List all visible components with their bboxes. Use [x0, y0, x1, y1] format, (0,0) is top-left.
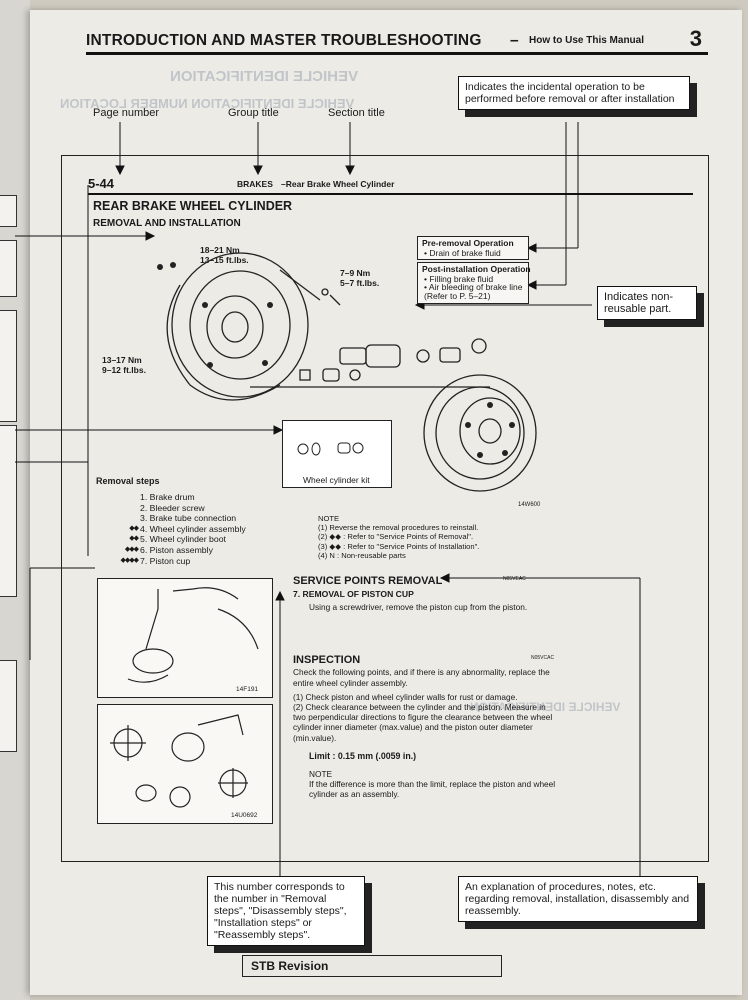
callout-nonreusable: Indicates non-reusable part. [597, 286, 697, 320]
inspection-note: If the difference is more than the limit… [309, 779, 556, 800]
sample-page-number: 5-44 [88, 176, 115, 191]
post-installation-box: Post-installation Operation • Filling br… [417, 262, 531, 304]
removal-steps-title: Removal steps [96, 476, 160, 486]
brake-exploded-illustration [157, 252, 537, 492]
callout-explanation: An explanation of procedures, notes, etc… [458, 876, 698, 922]
service-points-section: SERVICE POINTS REMOVAL N05VEAC 7. REMOVA… [293, 571, 693, 800]
fig-code-3: 14U0692 [231, 812, 258, 819]
callout-incidental: Indicates the incidental operation to be… [458, 76, 690, 110]
label-section-title: Section title [328, 107, 385, 119]
service-points-code: N05VEAC [503, 576, 526, 582]
removal-step: ◆◆4. Wheel cylinder assembly [129, 523, 246, 534]
side-tab [0, 240, 17, 297]
pre-removal-box: Pre-removal Operation • Drain of brake f… [417, 236, 529, 260]
sample-page-frame [61, 155, 709, 862]
fig-code-1: 14W600 [518, 502, 541, 508]
sample-section: –Rear Brake Wheel Cylinder [281, 179, 395, 189]
page-header: INTRODUCTION AND MASTER TROUBLESHOOTING … [86, 26, 708, 55]
side-tab [0, 660, 17, 752]
removal-step: ◆◆◆◆7. Piston cup [120, 555, 191, 566]
kit-parts-icon [297, 442, 364, 456]
torque-spec-1: 18–21 Nm 13–15 ft.lbs. [200, 245, 249, 265]
screwdriver-illustration [127, 587, 259, 683]
removal-steps: Removal steps 1. Brake drum 2. Bleeder s… [96, 476, 276, 566]
figure-measurement: 14U0692 [97, 704, 273, 824]
kit-label: Wheel cylinder kit [303, 475, 370, 485]
stb-revision-footer: STB Revision [242, 955, 502, 977]
removal-step: 1. Brake drum [140, 492, 195, 502]
header-subtitle: How to Use This Manual [529, 35, 645, 46]
pre-removal-title: Pre-removal Operation [422, 238, 514, 248]
torque-spec-3: 13–17 Nm 9–12 ft.lbs. [102, 355, 146, 375]
side-tab [0, 310, 17, 422]
post-installation-item: • Filling brake fluid [424, 274, 494, 284]
inspection-intro: Check the following points, and if there… [293, 667, 550, 688]
note-title: NOTE [318, 514, 340, 523]
removal-step: 3. Brake tube connection [140, 513, 237, 524]
manual-page [30, 10, 742, 995]
post-installation-title: Post-installation Operation [422, 264, 531, 274]
pre-removal-item: • Drain of brake fluid [424, 248, 501, 258]
sample-header-rule [88, 193, 693, 195]
sample-subtitle: REMOVAL AND INSTALLATION [93, 218, 241, 229]
callout-number: This number corresponds to the number in… [207, 876, 365, 946]
note-line: (1) Reverse the removal procedures to re… [318, 523, 479, 533]
note-line: (4) N : Non-reusable parts [318, 550, 406, 560]
inspection-limit: Limit : 0.15 mm (.0059 in.) [309, 750, 417, 761]
side-tab [0, 195, 17, 227]
inspection-code: N05VCAC [531, 655, 555, 662]
inspection-item: (2) Check clearance between the cylinder… [293, 702, 553, 743]
torque-spec-2: 7–9 Nm 5–7 ft.lbs. [340, 268, 380, 288]
stb-revision-label: STB Revision [251, 959, 329, 973]
note-line: (2) ◆◆ : Refer to "Service Points of Rem… [318, 532, 474, 542]
note-line: (3) ◆◆ : Refer to "Service Points of Ins… [318, 541, 480, 551]
inspection-note-title: NOTE [309, 769, 333, 780]
sample-group: BRAKES [237, 179, 273, 189]
removal-step: ◆◆5. Wheel cylinder boot [129, 534, 226, 545]
inspection-item: (1) Check piston and wheel cylinder wall… [293, 691, 518, 702]
label-page-number: Page number [93, 107, 160, 119]
removal-step: 2. Bleeder screw [140, 502, 205, 513]
header-title: INTRODUCTION AND MASTER TROUBLESHOOTING [86, 32, 482, 49]
measurement-illustration [110, 714, 248, 808]
figure-screwdriver: 14F191 [97, 578, 273, 698]
header-dash: – [510, 32, 519, 49]
service-step-title: 7. REMOVAL OF PISTON CUP [293, 589, 414, 599]
label-group-title: Group title [228, 107, 279, 119]
sample-title: REAR BRAKE WHEEL CYLINDER [93, 199, 293, 213]
side-tab [0, 425, 17, 597]
removal-step: ◆◆◆6. Piston assembly [124, 544, 213, 555]
inspection-title: INSPECTION [293, 654, 361, 667]
service-step-text: Using a screwdriver, remove the piston c… [309, 602, 528, 613]
post-installation-item: • Air bleeding of brake line (Refer to P… [424, 282, 523, 301]
page-number: 3 [689, 26, 702, 51]
service-points-title: SERVICE POINTS REMOVAL [293, 575, 443, 587]
fig-code-2: 14F191 [236, 686, 259, 693]
wheel-cylinder-kit-box: Wheel cylinder kit [282, 420, 392, 488]
sample-notes: NOTE (1) Reverse the removal procedures … [318, 514, 479, 560]
